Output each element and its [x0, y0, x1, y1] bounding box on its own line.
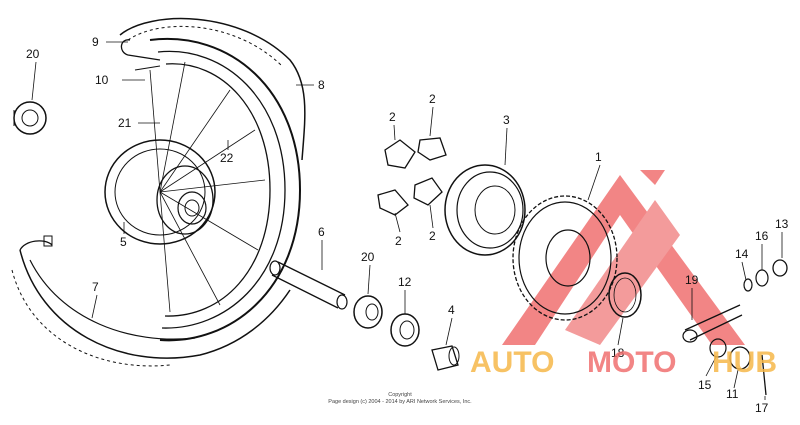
callout-6: 6	[318, 225, 325, 239]
circlip	[608, 272, 642, 318]
callout-9: 9	[92, 35, 99, 49]
callout-13: 13	[775, 217, 789, 231]
callout-2-a: 2	[389, 110, 396, 124]
callout-2-d: 2	[429, 229, 436, 243]
callout-22: 22	[220, 151, 234, 165]
callout-1: 1	[595, 150, 602, 164]
callout-18: 18	[611, 346, 625, 360]
copyright-title: Copyright	[388, 392, 412, 398]
callout-19: 19	[685, 273, 699, 287]
callout-20-left: 20	[26, 47, 40, 61]
leader-lines	[31, 41, 783, 400]
rear-wheel	[11, 17, 306, 367]
damper-rubbers	[377, 137, 447, 216]
oil-seal	[390, 313, 420, 347]
callout-7: 7	[92, 280, 99, 294]
watermark-text: AUTO MOTO HUB	[470, 346, 777, 379]
driven-flange	[444, 164, 526, 256]
bearing-center	[353, 295, 383, 329]
watermark-auto: AUTO	[470, 346, 554, 379]
axle-collar	[269, 260, 348, 310]
watermark-moto: MOTO	[587, 346, 676, 379]
callout-17: 17	[755, 401, 769, 415]
chain-adjuster	[682, 304, 743, 343]
copyright-notice: Copyright Page design (c) 2004 - 2014 by…	[328, 392, 472, 405]
callout-2-c: 2	[395, 234, 402, 248]
watermark-hub: HUB	[712, 346, 777, 379]
callout-2-b: 2	[429, 92, 436, 106]
callout-3: 3	[503, 113, 510, 127]
callout-11: 11	[726, 387, 739, 401]
copyright-text: Page design (c) 2004 - 2014 by ARI Netwo…	[328, 399, 472, 405]
axle-hardware	[709, 338, 767, 396]
callout-21: 21	[118, 116, 132, 130]
wheel-hub	[104, 61, 266, 313]
callout-8: 8	[318, 78, 325, 92]
callout-20-center: 20	[361, 250, 375, 264]
callout-labels: 9 10 8 21 22 5 7 20 6 20 12 4 2 2 2 2 3 …	[26, 35, 789, 415]
callout-15: 15	[698, 378, 712, 392]
callout-16: 16	[755, 229, 769, 243]
bearing-left	[13, 101, 47, 135]
callout-5: 5	[120, 235, 127, 249]
small-fasteners	[743, 259, 788, 292]
driven-sprocket	[512, 195, 618, 321]
callout-12: 12	[398, 275, 412, 289]
callout-4: 4	[448, 303, 455, 317]
callout-10: 10	[95, 73, 109, 87]
callout-14: 14	[735, 247, 749, 261]
collar	[431, 345, 460, 371]
